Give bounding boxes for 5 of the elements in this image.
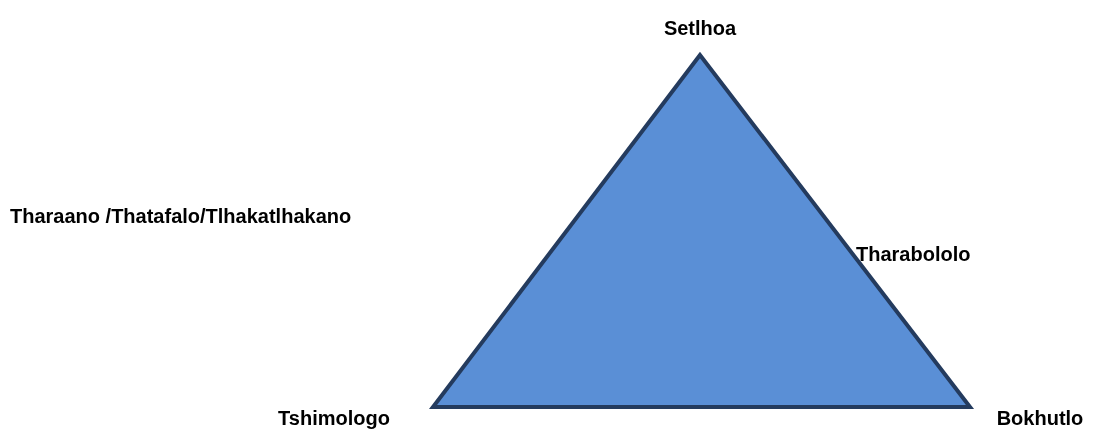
label: Tshimologo xyxy=(278,406,390,430)
label: Setlhoa xyxy=(663,16,737,40)
label: Bokhutlo xyxy=(996,406,1084,430)
label: Tharabololo xyxy=(856,242,971,266)
label: Tharaano /Thatafalo/Tlhakatlhakano xyxy=(10,204,352,228)
